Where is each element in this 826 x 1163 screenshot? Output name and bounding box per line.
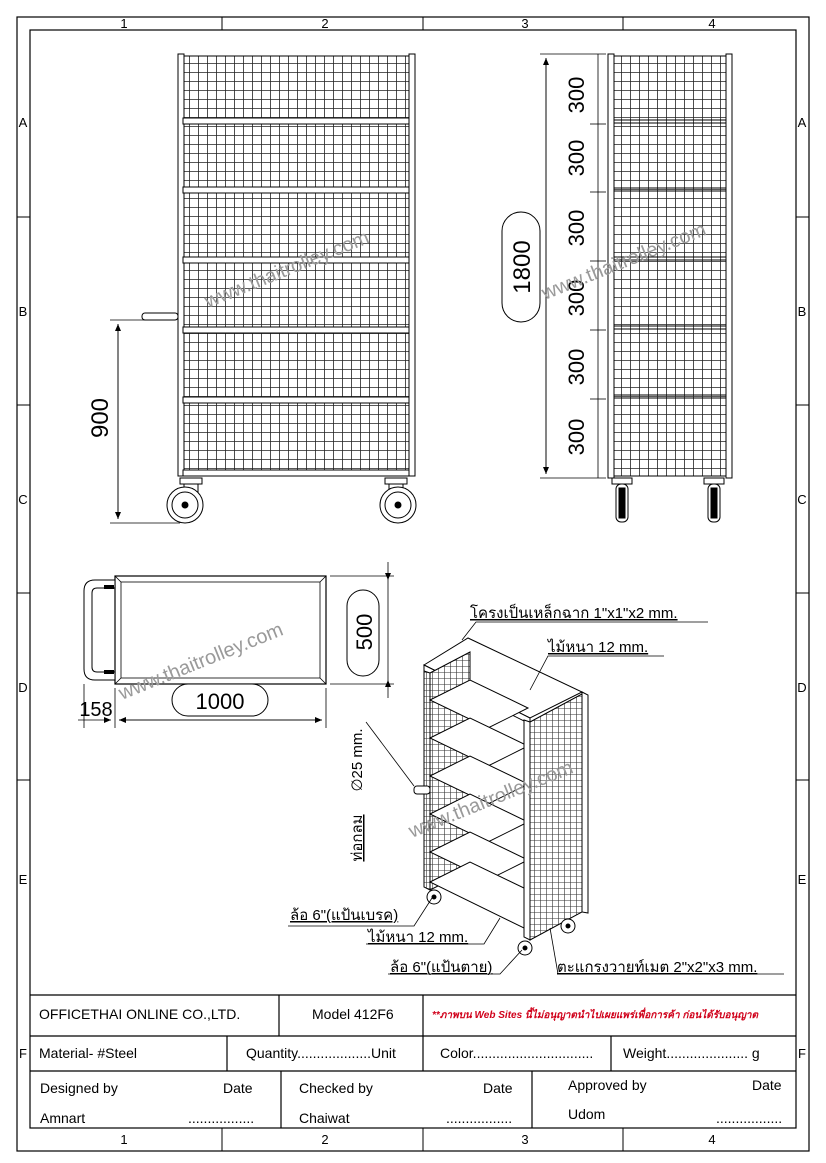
zone-row-b-left: B [19, 304, 28, 319]
title-block-grid [30, 994, 796, 1128]
zone-col-2-top: 2 [321, 16, 328, 31]
dim-shelf-5: 300 [564, 349, 589, 386]
zone-row-a-left: A [19, 115, 28, 130]
dim-1000-bubble [171, 683, 269, 717]
copyright-notice: **ภาพบน Web Sites นี้ไม่อนุญาตนำไปเผยแพร… [432, 1010, 758, 1021]
front-caster-right [379, 477, 417, 524]
dim-900 [110, 319, 180, 524]
front-mesh-panel [182, 55, 410, 475]
side-caster-right [703, 477, 725, 523]
dim-500-label: 500 [352, 614, 377, 651]
designed-by-label: Designed by [40, 1080, 118, 1096]
dim-500-lines [330, 562, 394, 698]
iso-left-mesh [423, 670, 431, 891]
checked-by-label: Checked by [299, 1080, 373, 1096]
dim-shelf-2: 300 [564, 140, 589, 177]
checked-by-date-label: Date [483, 1080, 513, 1096]
company-name: OFFICETHAI ONLINE CO.,LTD. [39, 1006, 241, 1022]
dim-1800-lines [540, 53, 606, 479]
zone-row-e-left: E [19, 872, 28, 887]
inner-border [29, 29, 797, 1129]
top-handle-bracket [104, 670, 114, 674]
dim-shelf-3: 300 [564, 210, 589, 247]
top-corner-bevels [114, 575, 327, 685]
side-view: 1800 300 300 300 300 300 300 [501, 53, 733, 523]
side-frame-left [607, 53, 615, 479]
color-field: Color............................... [440, 1045, 594, 1061]
front-view: 900 [87, 53, 417, 524]
callout-shelf-board: ไม้หนา 12 mm. [367, 928, 468, 946]
checked-by-date-value: ................. [446, 1110, 513, 1126]
designed-by-date-value: ................. [188, 1110, 255, 1126]
zone-row-d-left: D [18, 680, 27, 695]
top-view: 500 1000 158 [78, 562, 394, 728]
zone-col-4-bottom: 4 [708, 1132, 715, 1147]
front-push-handle [141, 312, 179, 321]
zone-col-4-top: 4 [708, 16, 715, 31]
front-caster-left [166, 477, 204, 524]
designed-by-date-label: Date [223, 1080, 253, 1096]
zone-ticks [17, 17, 809, 1151]
approved-by-date-label: Date [752, 1077, 782, 1093]
zone-row-d-right: D [797, 680, 806, 695]
callout-caster-brake: ล้อ 6"(แป้นเบรค) [290, 907, 398, 924]
dim-1800-label: 1800 [509, 240, 536, 293]
zone-col-2-bottom: 2 [321, 1132, 328, 1147]
quantity-field: Quantity...................Unit [246, 1045, 396, 1061]
iso-handle [413, 785, 431, 795]
zone-row-c-left: C [18, 492, 27, 507]
zone-col-3-bottom: 3 [521, 1132, 528, 1147]
iso-right-post [581, 691, 589, 914]
checked-by-name: Chaiwat [299, 1110, 350, 1126]
side-frame-right [725, 53, 733, 479]
front-shelf-rails [182, 117, 410, 477]
side-shelf-lines [614, 119, 726, 399]
top-handle-bracket [104, 585, 114, 589]
zone-row-c-right: C [797, 492, 806, 507]
designed-by-name: Amnart [40, 1110, 86, 1126]
zone-row-a-right: A [798, 115, 807, 130]
isometric-view [413, 637, 589, 956]
zone-col-1-bottom: 1 [120, 1132, 127, 1147]
dim-158-label: 158 [79, 699, 112, 721]
dim-shelf-6: 300 [564, 419, 589, 456]
dim-1800-bubble [501, 211, 541, 323]
dim-500-bubble [346, 589, 380, 677]
dim-1000-label: 1000 [196, 689, 245, 714]
front-frame-right [408, 53, 416, 477]
top-inner-board [120, 581, 321, 679]
dim-shelf-1: 300 [564, 77, 589, 114]
callout-top-board: ไม้หนา 12 mm. [547, 638, 648, 656]
zone-row-f-right: F [798, 1046, 806, 1061]
side-caster-left [611, 477, 633, 523]
zone-row-f-left: F [19, 1046, 27, 1061]
front-frame-left [177, 53, 185, 477]
dim-shelf-4: 300 [564, 280, 589, 317]
callout-caster-fixed: ล้อ 6"(แป้นตาย) [390, 959, 492, 976]
zone-row-e-right: E [798, 872, 807, 887]
material-field: Material- #Steel [39, 1045, 138, 1061]
iso-front-post [523, 719, 531, 941]
zone-labels: 1 2 3 4 1 2 3 4 A B C D E F A B C D E F [18, 16, 806, 1147]
approved-by-label: Approved by [568, 1077, 647, 1093]
dim-900-label: 900 [87, 398, 114, 438]
callout-pipe-label: ท่อกลม [349, 814, 366, 861]
zone-col-1-top: 1 [120, 16, 127, 31]
callout-leaders [288, 621, 784, 975]
approved-by-date-value: ................. [716, 1110, 783, 1126]
weight-field: Weight..................... g [623, 1045, 760, 1061]
approved-by-name: Udom [568, 1106, 606, 1122]
model-number: Model 412F6 [312, 1006, 394, 1022]
callout-pipe-diameter: ∅25 mm. [349, 728, 366, 791]
iso-right-mesh [529, 693, 583, 941]
top-handle [83, 579, 116, 681]
zone-col-3-top: 3 [521, 16, 528, 31]
callout-mesh: ตะแกรงวายท์เมต 2"x2"x3 mm. [557, 959, 757, 976]
callout-frame: โครงเป็นเหล็กฉาก 1"x1"x2 mm. [470, 603, 678, 622]
outer-border [16, 16, 810, 1152]
zone-row-b-right: B [798, 304, 807, 319]
side-mesh-panel [613, 55, 727, 477]
dim-1000-lines [78, 684, 327, 728]
